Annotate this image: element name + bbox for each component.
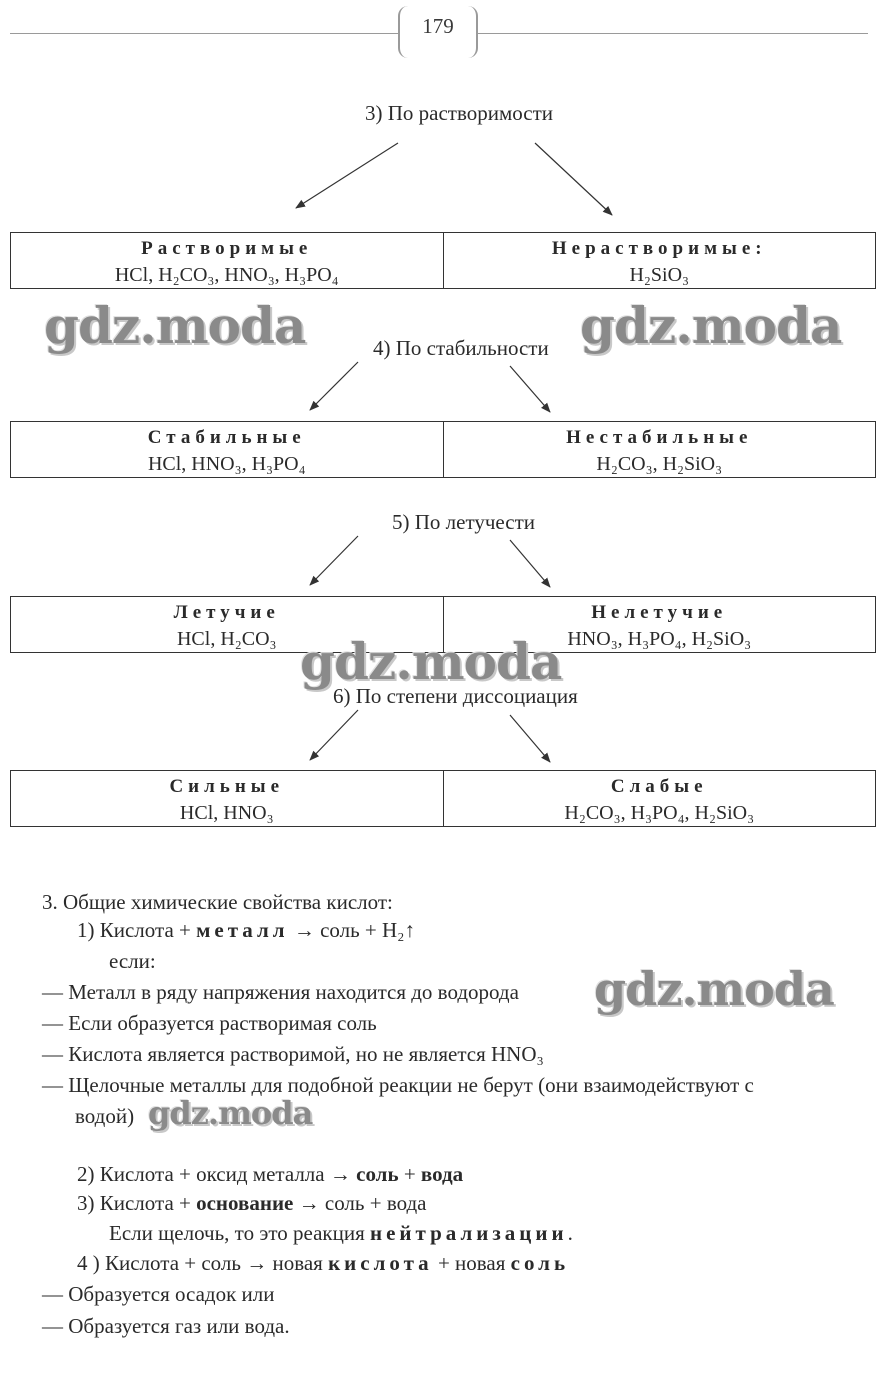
reaction-1: 1) Кислота + металл → соль + H₂↑ [77, 918, 415, 943]
cell-unstable: Нестабильные H₂CO₃, H₂SiO₃ [442, 422, 876, 477]
condition-item: — Образуется осадок или [42, 1282, 275, 1306]
table-stability: Стабильные HCl, HNO₃, H₃PO₄ Нестабильные… [10, 421, 876, 478]
cell-items: HCl, HNO₃ [179, 802, 274, 824]
reaction-emphasis: кислота [328, 1251, 433, 1275]
reaction-emphasis: вода [420, 1162, 464, 1186]
section-title: 3. Общие химические свойства кислот: [42, 890, 393, 914]
reaction-emphasis: соль [356, 1162, 399, 1186]
cell-items: HNO₃, H₃PO₄, H₂SiO₃ [567, 628, 752, 650]
arrow-dissociation-left [309, 709, 359, 761]
watermark: gdz.moda [594, 962, 835, 1016]
table-solubility: Растворимые HCl, H₂CO₃, HNO₃, H₃PO₄ Нера… [10, 232, 876, 289]
condition-item: — Если образуется растворимая соль [42, 1011, 377, 1035]
cell-items: H₂CO₃, H₂SiO₃ [596, 453, 723, 475]
reaction-emphasis: металл [196, 918, 289, 942]
cell-items: HCl, HNO₃, H₃PO₄ [147, 453, 306, 475]
watermark: gdz.moda [300, 632, 562, 691]
page-number-frame [398, 6, 478, 58]
cell-title: Нерастворимые: [551, 238, 767, 259]
condition-item: — Металл в ряду напряжения находится до … [42, 980, 519, 1004]
cell-title: Сильные [169, 776, 285, 797]
reaction-text: 4 ) Кислота + соль → новая [77, 1251, 329, 1275]
reaction-text: → соль + вода [293, 1191, 427, 1215]
arrow-volatility-left [309, 535, 359, 586]
header-rule-right [478, 33, 868, 34]
reaction-emphasis: соль [510, 1251, 570, 1275]
heading-dissociation: 6) По степени диссоциация [333, 684, 578, 708]
cell-volatile: Летучие HCl, H₂CO₃ [11, 597, 443, 652]
header-rule-left [10, 33, 398, 34]
table-dissociation: Сильные HCl, HNO₃ Слабые H₂CO₃, H₃PO₄, H… [10, 770, 876, 827]
cell-weak: Слабые H₂CO₃, H₃PO₄, H₂SiO₃ [442, 771, 876, 826]
cell-title: Стабильные [147, 427, 306, 448]
reaction-text: 3) Кислота + [77, 1191, 197, 1215]
reaction-text: + новая [432, 1251, 511, 1275]
reaction-4: 4 ) Кислота + соль → новая кислота + нов… [77, 1251, 569, 1276]
reaction-text: 2) Кислота + оксид металла → [77, 1162, 357, 1186]
cell-insoluble: Нерастворимые: H₂SiO₃ [442, 233, 876, 288]
reaction-3: 3) Кислота + основание → соль + вода [77, 1191, 427, 1216]
arrow-solubility-left [295, 142, 399, 209]
reaction-text: 1) Кислота + [77, 918, 197, 942]
cell-items: H₂CO₃, H₃PO₄, H₂SiO₃ [564, 802, 755, 824]
watermark: gdz.moda [44, 296, 306, 355]
watermark: gdz.moda [148, 1094, 313, 1132]
reaction-emphasis: основание [196, 1191, 294, 1215]
arrow-dissociation-right [509, 714, 551, 763]
cell-title: Растворимые [141, 238, 313, 259]
arrow-volatility-right [509, 539, 551, 588]
arrow-solubility-right [534, 142, 613, 216]
arrow-stability-right [509, 365, 551, 413]
watermark: gdz.moda [580, 296, 842, 355]
condition-item: — Щелочные металлы для подобной реакции … [42, 1073, 754, 1097]
cell-nonvolatile: Нелетучие HNO₃, H₃PO₄, H₂SiO₃ [442, 597, 876, 652]
cell-title: Летучие [173, 602, 280, 623]
reaction-text: Если щелочь, то это реакция [109, 1221, 370, 1245]
heading-volatility: 5) По летучести [392, 510, 536, 534]
cell-items: HCl, H₂CO₃ [176, 628, 277, 650]
cell-title: Нестабильные [566, 427, 753, 448]
heading-stability: 4) По стабильности [373, 336, 549, 360]
reaction-2: 2) Кислота + оксид металла → соль + вода [77, 1162, 463, 1187]
cell-strong: Сильные HCl, HNO₃ [11, 771, 443, 826]
cell-items: H₂SiO₃ [629, 264, 689, 286]
heading-solubility: 3) По растворимости [365, 101, 554, 125]
cell-title: Нелетучие [591, 602, 728, 623]
condition-item: — Кислота является растворимой, но не яв… [42, 1042, 544, 1066]
arrow-stability-left [309, 361, 359, 411]
cell-stable: Стабильные HCl, HNO₃, H₃PO₄ [11, 422, 443, 477]
reaction-text: + [398, 1162, 421, 1186]
reaction-emphasis: нейтрализации [369, 1221, 568, 1245]
reaction-3-note: Если щелочь, то это реакция нейтрализаци… [109, 1221, 573, 1246]
cell-soluble: Растворимые HCl, H₂CO₃, HNO₃, H₃PO₄ [11, 233, 443, 288]
reaction-text: . [567, 1221, 573, 1245]
condition-if: если: [109, 949, 156, 973]
cell-title: Слабые [610, 776, 708, 797]
condition-item-continued: водой) [75, 1104, 135, 1128]
cell-items: HCl, H₂CO₃, HNO₃, H₃PO₄ [114, 264, 339, 286]
page-number: 179 [422, 14, 454, 38]
table-volatility: Летучие HCl, H₂CO₃ Нелетучие HNO₃, H₃PO₄… [10, 596, 876, 653]
reaction-text: → соль + H₂↑ [288, 918, 415, 942]
condition-item: — Образуется газ или вода. [42, 1314, 290, 1338]
